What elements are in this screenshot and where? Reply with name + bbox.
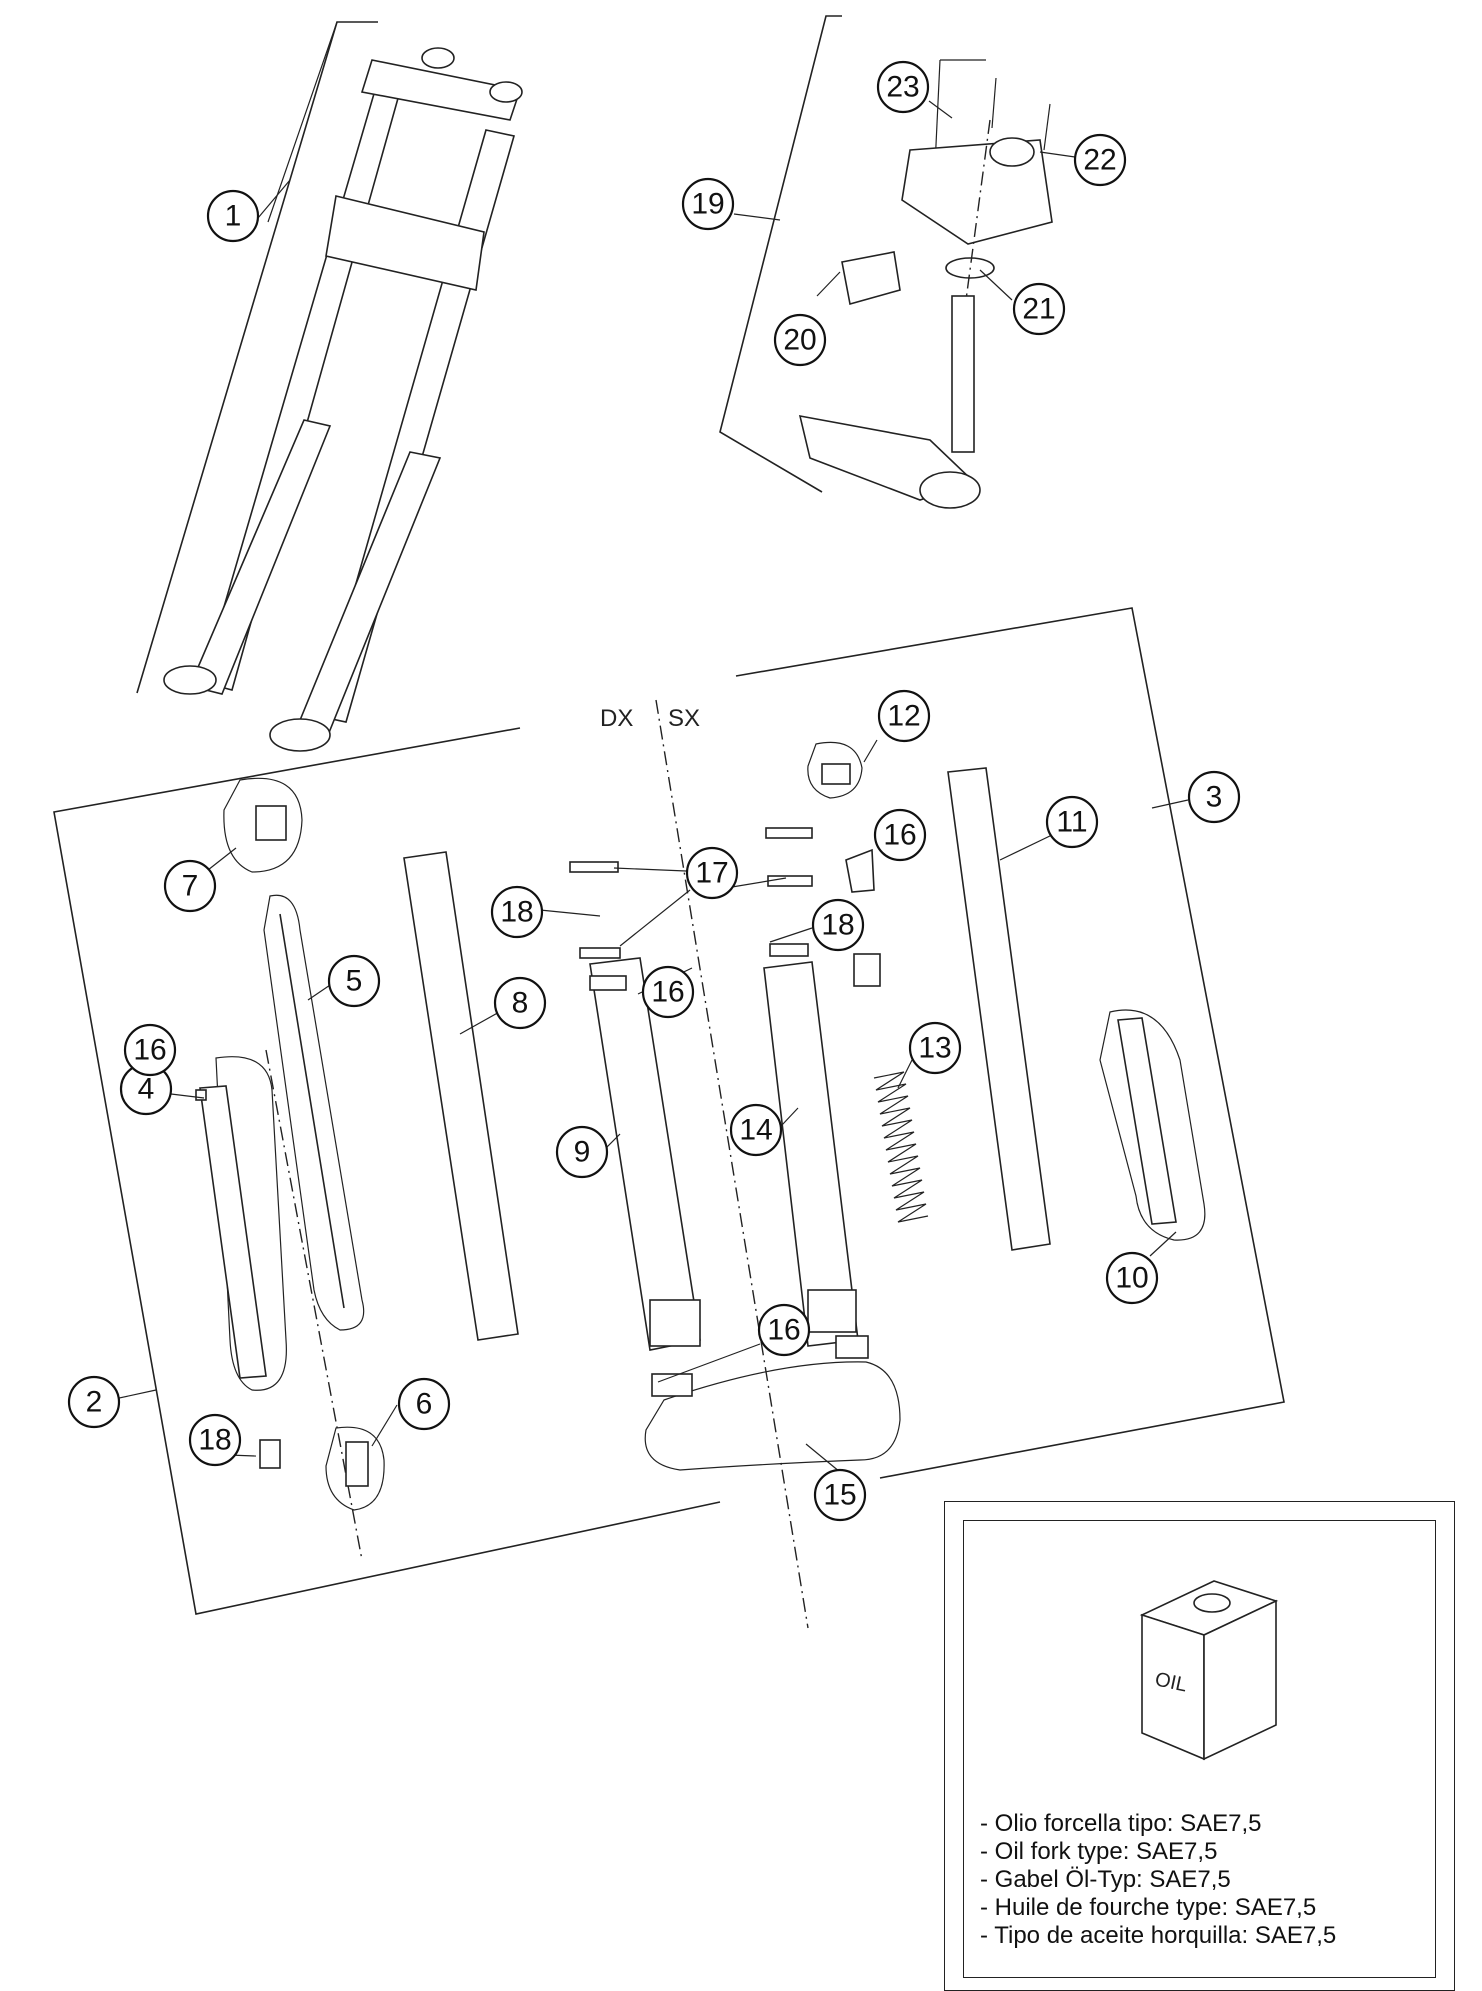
oil-can-icon: OIL [1139,1580,1279,1761]
dx-label: DX [600,705,633,732]
callout-22: 22 [1073,133,1127,187]
callout-19: 19 [681,177,735,231]
svg-text:14: 14 [739,1114,772,1147]
callout-16b: 16 [873,808,927,862]
oil-spec-line-de: - Gabel Öl-Typ: SAE7,5 [980,1866,1231,1893]
callout-21: 21 [1012,282,1066,336]
fork-assembly-drawing [136,21,523,752]
svg-text:1: 1 [225,200,242,233]
callout-6: 6 [397,1377,451,1431]
exploded-parts [195,741,1206,1511]
svg-text:4: 4 [138,1073,155,1106]
svg-text:18: 18 [500,896,533,929]
oil-spec-line-es: - Tipo de aceite horquilla: SAE7,5 [980,1922,1337,1949]
callout-13: 13 [908,1021,962,1075]
exploded-view-frames [53,607,1285,1629]
svg-text:16: 16 [767,1314,800,1347]
callout-7: 7 [163,859,217,913]
callout-15: 15 [813,1468,867,1522]
svg-text:21: 21 [1022,293,1055,326]
svg-text:10: 10 [1115,1262,1148,1295]
callout-10: 10 [1105,1251,1159,1305]
svg-text:18: 18 [821,909,854,942]
oil-spec-panel: OIL - Olio forcella tipo: SAE7,5 - Oil f… [944,1501,1455,1991]
svg-text:22: 22 [1083,144,1116,177]
oil-spec-line-fr: - Huile de fourche type: SAE7,5 [980,1894,1317,1921]
callout-18b: 18 [811,898,865,952]
callout-11: 11 [1045,795,1099,849]
svg-text:19: 19 [691,188,724,221]
svg-text:9: 9 [574,1136,591,1169]
callout-5: 5 [327,954,381,1008]
svg-text:16: 16 [883,819,916,852]
oil-spec-lines: - Olio forcella tipo: SAE7,5 - Oil fork … [980,1810,1420,1950]
callout-16d: 16 [757,1303,811,1357]
triple-clamp-drawing [719,15,1053,509]
svg-text:16: 16 [133,1034,166,1067]
callout-14: 14 [729,1103,783,1157]
callout-17: 17 [685,846,739,900]
oil-spec-line-en: - Oil fork type: SAE7,5 [980,1838,1218,1865]
callout-2: 2 [67,1375,121,1429]
callout-16c: 16 [641,965,695,1019]
callout-20: 20 [773,313,827,367]
oil-spec-inner-frame: OIL - Olio forcella tipo: SAE7,5 - Oil f… [963,1520,1436,1978]
svg-text:3: 3 [1206,781,1223,814]
svg-text:18: 18 [198,1424,231,1457]
svg-text:23: 23 [886,71,919,104]
svg-text:16: 16 [651,976,684,1009]
svg-text:15: 15 [823,1479,856,1512]
callout-12: 12 [877,689,931,743]
callout-18a: 18 [490,885,544,939]
callout-8: 8 [493,976,547,1030]
svg-text:7: 7 [182,870,199,903]
svg-text:8: 8 [512,987,529,1020]
svg-text:17: 17 [695,857,728,890]
callout-16a: 16 [123,1023,177,1077]
callout-23: 23 [876,60,930,114]
svg-text:6: 6 [416,1388,433,1421]
svg-text:2: 2 [86,1386,103,1419]
callout-1: 1 [206,189,260,243]
callout-18c: 18 [188,1413,242,1467]
svg-text:13: 13 [918,1032,951,1065]
svg-text:5: 5 [346,965,363,998]
oil-spec-line-it: - Olio forcella tipo: SAE7,5 [980,1810,1262,1837]
callout-9: 9 [555,1125,609,1179]
callout-3: 3 [1187,770,1241,824]
sx-label: SX [668,705,700,732]
svg-text:12: 12 [887,700,920,733]
svg-text:11: 11 [1056,806,1087,839]
svg-text:20: 20 [783,324,816,357]
